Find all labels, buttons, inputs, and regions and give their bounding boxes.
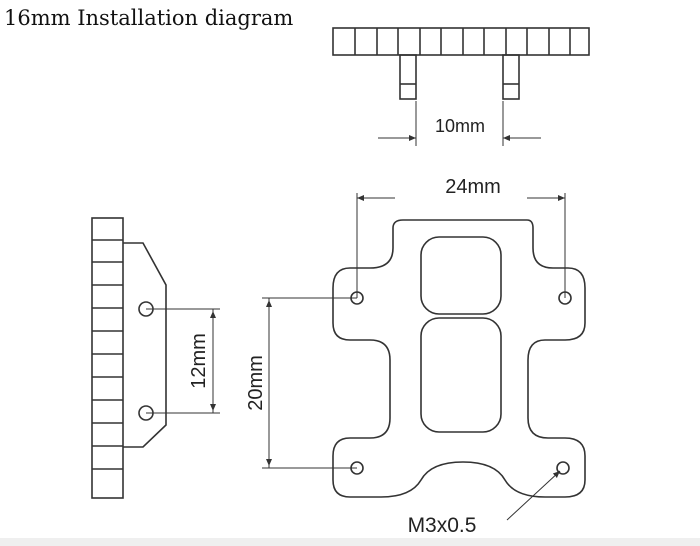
side-bracket-outline: [123, 242, 167, 448]
top-pin-right: [502, 54, 520, 100]
pin-spacing-dimension: [378, 101, 541, 146]
plate-outline: [332, 219, 586, 498]
plate-width-dimension: [356, 193, 566, 298]
side-hole-dimension: [146, 308, 220, 414]
mounting-plate: [332, 219, 586, 498]
top-heatsink-body: [332, 27, 590, 56]
plate-hole-bottom-right: [556, 461, 570, 475]
side-fin-lines: [92, 239, 123, 470]
top-heatsink-fins: [354, 28, 571, 55]
side-view-heatsink: [91, 217, 167, 499]
plate-hole-spacing-label: 20mm: [245, 355, 267, 411]
thread-callout: [506, 470, 561, 521]
footer-strip: [0, 538, 700, 546]
side-heatsink-fins: [91, 217, 124, 499]
side-hole-spacing-label: 12mm: [188, 333, 210, 389]
plate-slot-lower: [420, 317, 502, 433]
plate-width-label: 24mm: [445, 176, 501, 198]
plate-hole-dimension: [262, 297, 357, 469]
pin-spacing-label: 10mm: [435, 116, 485, 136]
diagram-title: 16mm Installation diagram: [4, 6, 294, 30]
top-view-heatsink: [332, 27, 590, 100]
plate-slot-upper: [420, 236, 502, 315]
top-pin-left: [399, 54, 417, 100]
thread-label: M3x0.5: [408, 514, 477, 537]
